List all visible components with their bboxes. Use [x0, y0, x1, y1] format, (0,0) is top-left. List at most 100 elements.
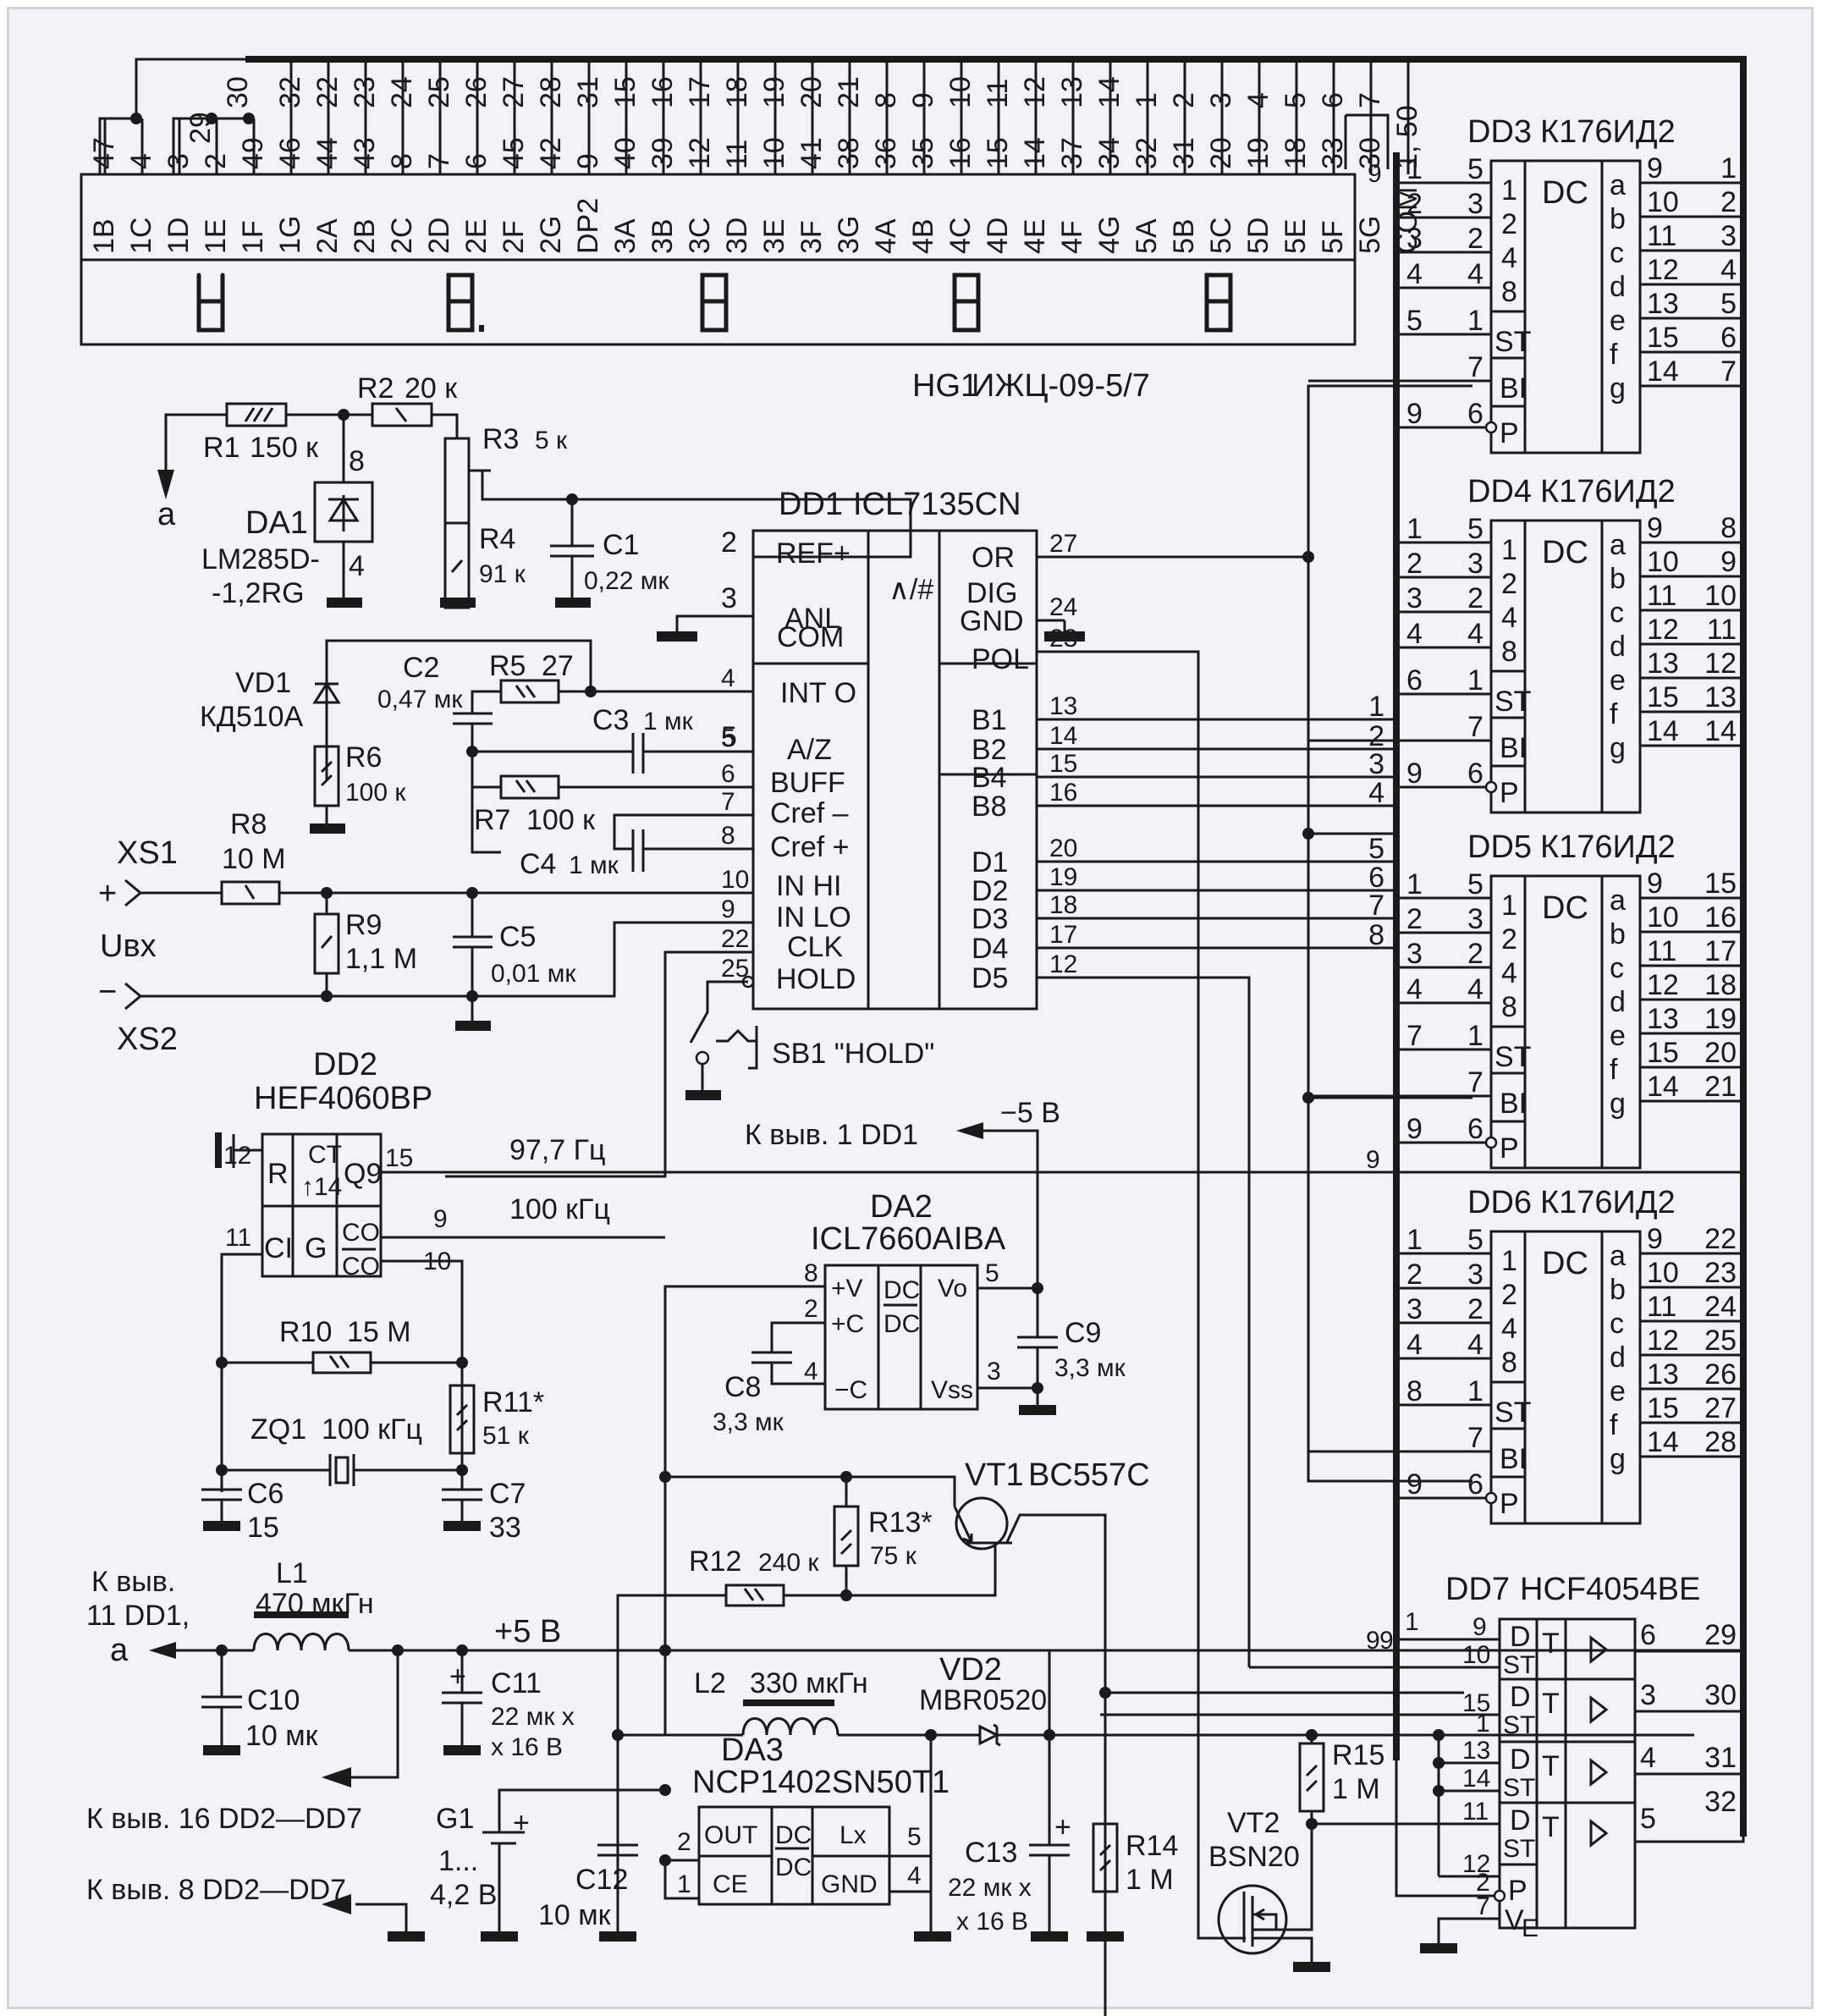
- c12-ref: C12: [575, 1864, 628, 1896]
- dd7-d: D: [1510, 1621, 1531, 1653]
- display-pin-upper: 27: [498, 76, 530, 108]
- zq1-ref: ZQ1: [250, 1413, 306, 1446]
- display-pin-lower: 34: [1093, 137, 1126, 169]
- dd1-pin-name: CLK: [787, 931, 843, 963]
- decoder-input-weight: 1: [1501, 890, 1517, 922]
- dd1-pin-name: GND: [960, 605, 1024, 637]
- r15-ref: R15: [1332, 1739, 1384, 1771]
- freq-97hz: 97,7 Гц: [509, 1134, 606, 1166]
- display-segment-label: 1C: [125, 218, 157, 254]
- decoder-input-weight: 1: [1501, 1245, 1517, 1277]
- decoder-out-pin: 9: [1647, 152, 1663, 185]
- dd1-pin-num: 5: [721, 724, 735, 752]
- decoder-out-pin: 15: [1647, 1037, 1679, 1069]
- display-segment-label: 5G: [1354, 216, 1386, 254]
- c13-value2: х 16 В: [956, 1908, 1028, 1936]
- decoder-p-inverted: [1484, 1491, 1498, 1505]
- c4-value: 1 мк: [569, 851, 619, 879]
- decoder-input-weight: 4: [1501, 602, 1517, 634]
- decoder-p: P: [1500, 1488, 1519, 1520]
- dd1-pin-num: 22: [721, 925, 749, 953]
- r3-ref: R3: [482, 423, 519, 455]
- da3-pin1: 1: [677, 1870, 691, 1898]
- display-pin-upper: 19: [758, 76, 790, 108]
- dd1-pin-name: D5: [972, 962, 1008, 994]
- decoder-bus-num: 2: [1406, 188, 1423, 220]
- decoder-bus-num: 9: [1406, 757, 1423, 790]
- display-segment-label: 1B: [88, 218, 120, 254]
- da2-vss: Vss: [931, 1376, 973, 1404]
- display-pin-upper: 10: [944, 76, 977, 108]
- decoder-output-letter: f: [1610, 1054, 1618, 1086]
- da2-pin8: 8: [804, 1259, 818, 1287]
- display-pin-upper: 32: [274, 76, 306, 108]
- vd1-part: КД510А: [200, 701, 304, 733]
- pushbutton-sb1-icon[interactable]: [716, 1026, 758, 1070]
- dd7-d: D: [1510, 1804, 1531, 1837]
- dd2-co: CO: [342, 1219, 380, 1247]
- decoder-bus-num: 3: [1406, 582, 1423, 614]
- display-pin-upper: 7: [1354, 92, 1386, 108]
- display-pin-lower: 40: [609, 137, 641, 169]
- decoder-pin-num: 4: [1467, 258, 1483, 290]
- decoder-output-letter: g: [1610, 732, 1626, 764]
- da1-part2: -1,2RG: [212, 577, 305, 609]
- decimal-point: [479, 325, 484, 332]
- jack-xs1-icon: [124, 879, 143, 907]
- da1-part1: LM285D-: [201, 543, 320, 576]
- display-segment-label: 4B: [907, 218, 939, 254]
- c5-value: 0,01 мк: [491, 960, 576, 988]
- display-pin-upper: 16: [647, 76, 679, 108]
- decoder-seg-num: 11: [1707, 614, 1737, 646]
- bus-b-num: 2: [1368, 720, 1384, 752]
- c3-value: 1 мк: [643, 708, 694, 735]
- dd1-pin-name: B1: [972, 704, 1007, 736]
- g1-plus: +: [513, 1807, 530, 1839]
- r5-value: 27: [542, 650, 574, 682]
- dd1-pin-name: OR: [972, 542, 1015, 574]
- dd7-pin15: 15: [1462, 1689, 1490, 1717]
- decoder-pin-num: 6: [1467, 757, 1483, 790]
- dd1-pin-name: D2: [972, 875, 1008, 907]
- decoder-bus-num: 1: [1406, 1224, 1423, 1256]
- display-segment-label: 4E: [1019, 218, 1051, 254]
- da2-cm: −C: [834, 1376, 867, 1404]
- arrow-a-out-icon: [149, 1642, 176, 1659]
- dd1-pin-num: 8: [721, 822, 735, 850]
- dd2-r: R: [267, 1158, 289, 1190]
- decoder-out-pin: 13: [1647, 288, 1679, 320]
- display-pin-upper: 30: [222, 76, 254, 108]
- decoder-output-letter: b: [1610, 918, 1626, 950]
- c6-ref: C6: [247, 1478, 283, 1510]
- r1-ref: R1: [203, 432, 239, 464]
- display-segment-label: 2E: [460, 218, 493, 254]
- decoder-bus-num: 6: [1406, 664, 1423, 697]
- decoder-output-letter: d: [1610, 271, 1626, 303]
- display-digit: [196, 273, 225, 333]
- decoder-bus-num: 3: [1406, 938, 1423, 970]
- decoder-pin-num: 3: [1467, 903, 1483, 935]
- decoder-input-weight: 8: [1501, 636, 1517, 668]
- dd1-pin-name: D4: [972, 933, 1008, 965]
- decoder-dc: DC: [1542, 175, 1588, 211]
- dd1-pin-name: B8: [972, 790, 1007, 823]
- dd7-seg-num: 31: [1704, 1742, 1737, 1774]
- decoder-pin-num: 3: [1467, 548, 1483, 580]
- decoder-seg-num: 3: [1720, 220, 1737, 252]
- dd1-pin-num: 15: [1049, 750, 1077, 778]
- sb1-label: SB1 "HOLD": [772, 1038, 934, 1070]
- decoder-output-letter: d: [1610, 1341, 1626, 1374]
- l2-value: 330 мкГн: [750, 1667, 868, 1699]
- c11-value1: 22 мк х: [491, 1703, 575, 1731]
- dd7-t: T: [1542, 1750, 1560, 1782]
- dd1-pin-num: 16: [1049, 779, 1077, 807]
- dd1-pin-num: 7: [721, 788, 735, 816]
- decoder-out-pin: 10: [1647, 901, 1679, 934]
- xs2-minus: −: [98, 974, 117, 1010]
- display-segment-label: 4G: [1093, 216, 1126, 254]
- decoder-out-pin: 11: [1647, 935, 1676, 967]
- decoder-bi: BI: [1500, 372, 1527, 405]
- decoder-out-pin: 14: [1647, 715, 1679, 747]
- bus-b-num: 1: [1368, 691, 1384, 723]
- dd1-pin-name: REF+: [776, 537, 850, 570]
